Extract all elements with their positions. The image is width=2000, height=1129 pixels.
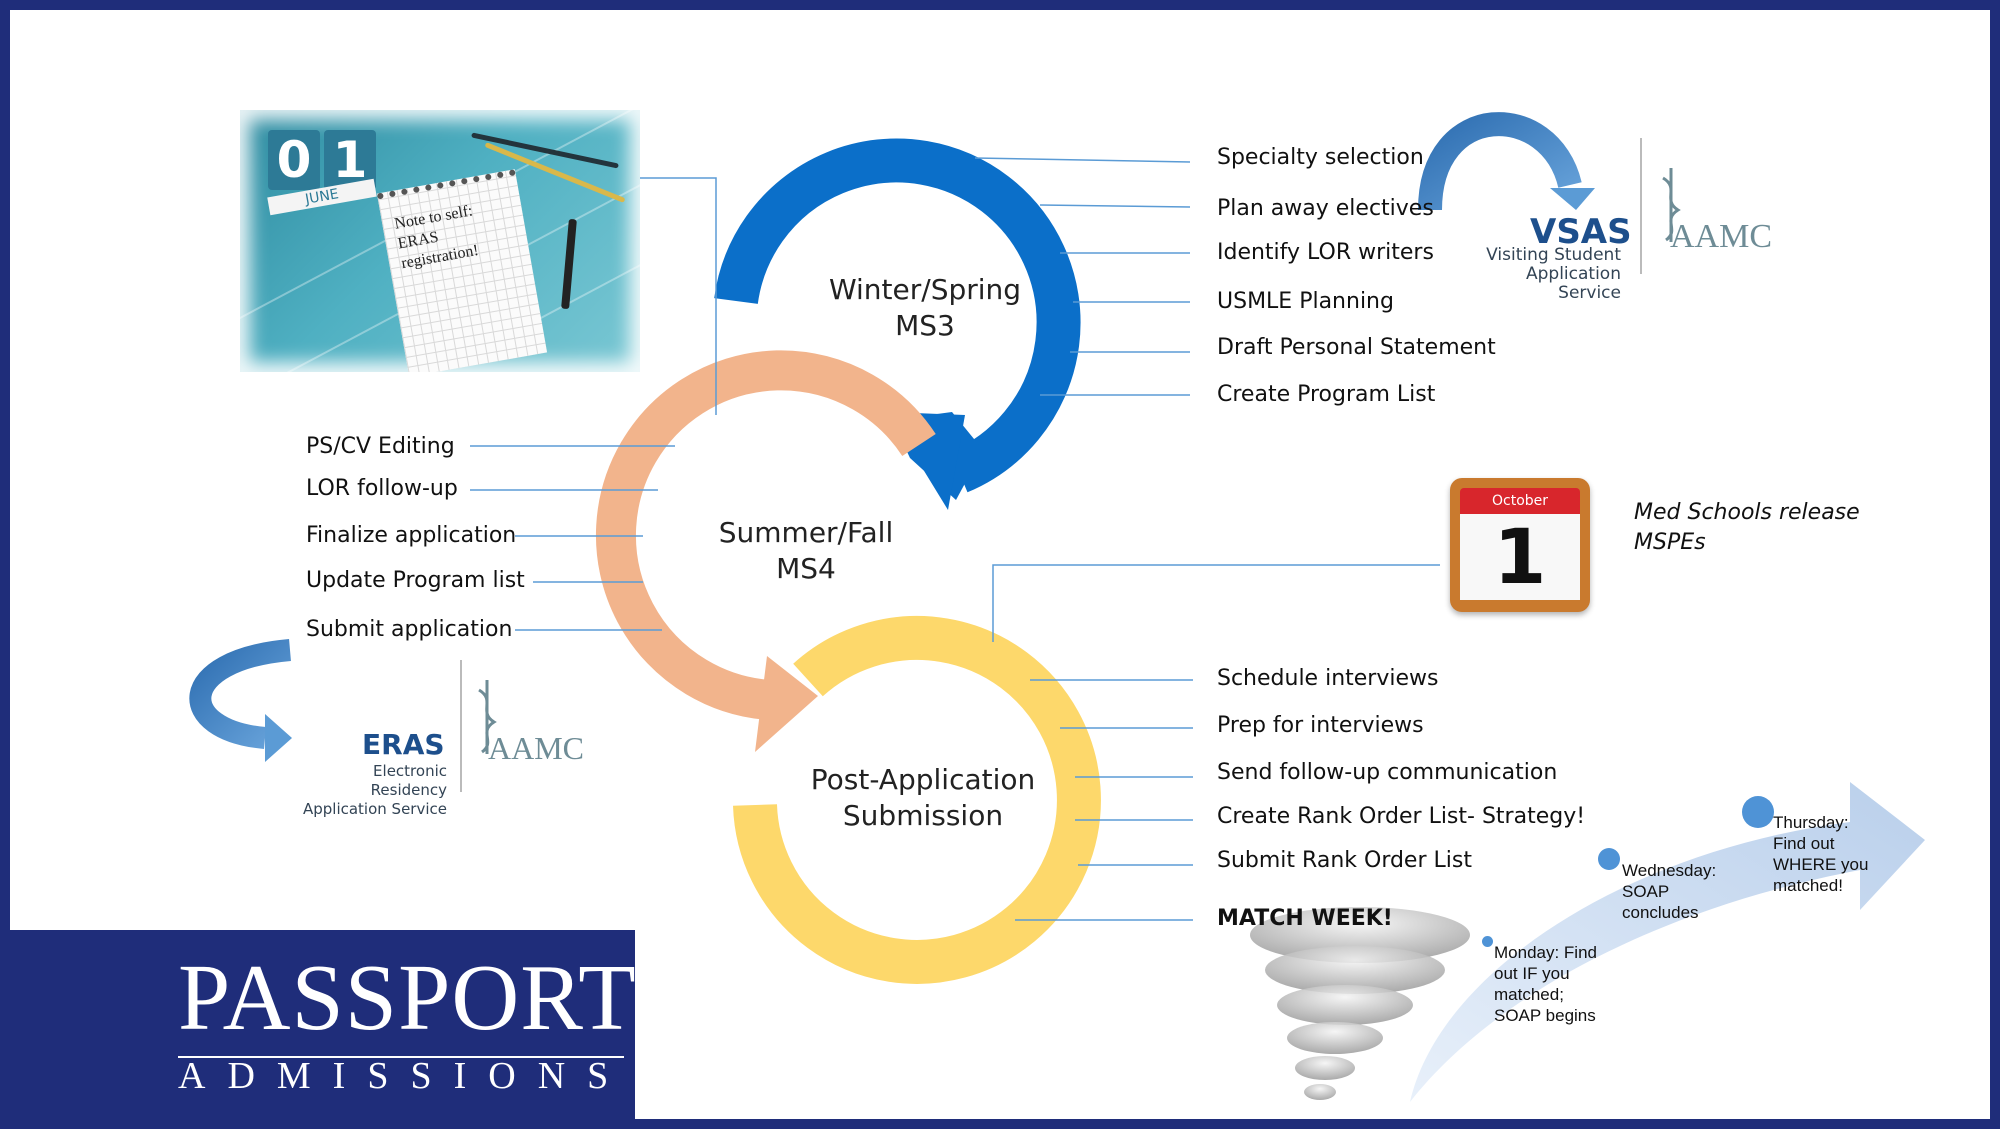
passport-admissions-logo: PASSPORT ADMISSIONS [10,930,637,1119]
aamc-caduceus-icon-vsas [1662,168,1681,242]
brand-rule [178,1056,624,1058]
logo-divider [460,660,462,792]
aamc-caduceus-icon-eras [478,680,497,754]
task-lor-follow-up: LOR follow-up [306,476,458,501]
timeline-dot-wednesday [1598,848,1620,870]
task-specialty-selection: Specialty selection [1217,145,1424,170]
desk-calendar: 0 1 JUNE [267,130,378,216]
task-schedule-interviews: Schedule interviews [1217,666,1439,691]
brand-name: PASSPORT [178,946,637,1050]
diagram-artwork [20,112,1925,1119]
task-plan-away-electives: Plan away electives [1217,196,1434,221]
logo-divider [1640,138,1642,274]
task-usmle-planning: USMLE Planning [1217,289,1394,314]
vsas-aamc-wordmark: AAMC [1670,218,1773,255]
task-finalize-application: Finalize application [306,523,517,548]
desk-calendar-day: 0 [268,130,320,190]
timeline-dot-monday [1482,936,1493,947]
calendar-page [1460,514,1580,600]
post-application-cycle-ring [733,615,1101,984]
task-submit-rank-order-list: Submit Rank Order List [1217,848,1472,873]
summer-fall-cycle-arrow [595,350,936,752]
task-send-follow-up: Send follow-up communication [1217,760,1558,785]
winter-spring-cycle-arrow [714,138,1081,510]
eras-aamc-wordmark: AAMC [488,730,585,766]
brand-tagline: ADMISSIONS [178,1055,631,1097]
timeline-dot-thursday [1742,796,1774,828]
eras-curved-arrow [189,639,292,762]
eras-acronym: ERAS [362,728,445,761]
match-week-timeline-arrow [1410,782,1925,1102]
tornado-illustration [1250,907,1470,1100]
task-prep-for-interviews: Prep for interviews [1217,713,1424,738]
calendar-month: October [1460,488,1580,514]
task-match-week: MATCH WEEK! [1217,906,1393,931]
task-ps-cv-editing: PS/CV Editing [306,434,455,459]
task-submit-application: Submit application [306,617,513,642]
calendar-day: 1 [1493,512,1547,601]
vsas-acronym: VSAS [1530,212,1632,252]
task-create-program-list: Create Program List [1217,382,1436,407]
winter-spring-connectors [974,157,1191,396]
summer-fall-connectors [470,177,717,631]
october-calendar-icon: October 1 [1450,478,1590,612]
task-update-program-list: Update Program list [306,568,525,593]
task-create-rank-order-list: Create Rank Order List- Strategy! [1217,804,1586,829]
task-identify-lor-writers: Identify LOR writers [1217,240,1434,265]
post-application-connectors [992,564,1440,921]
vsas-curved-arrow [1418,112,1595,211]
pen-icon [561,218,577,310]
task-draft-personal-statement: Draft Personal Statement [1217,335,1496,360]
